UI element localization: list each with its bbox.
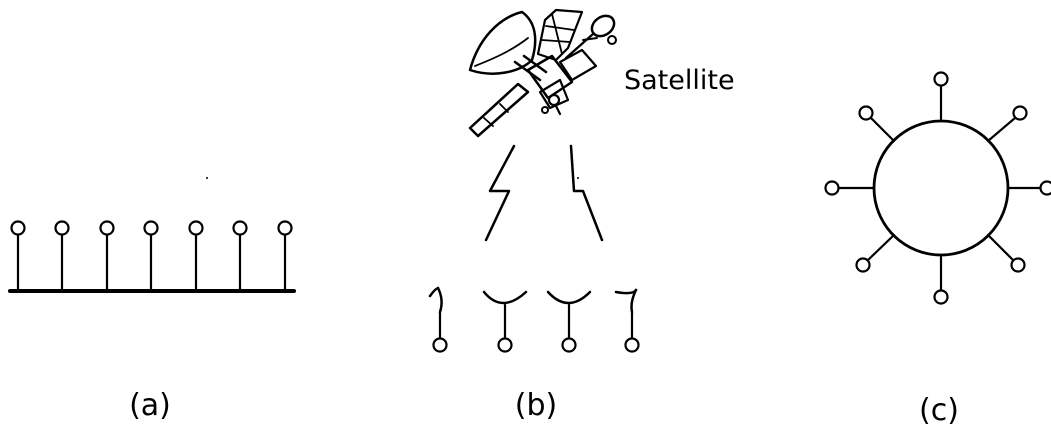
bus-node xyxy=(10,220,26,293)
ground-station xyxy=(428,286,448,353)
satellite-icon xyxy=(468,8,617,138)
bus-node xyxy=(99,220,115,293)
ground-station xyxy=(546,290,592,353)
ground-station xyxy=(482,290,528,353)
satellite-label: Satellite xyxy=(624,65,735,96)
speck xyxy=(206,177,208,179)
satellite-topology: Satellite (b) xyxy=(428,8,735,423)
ring-node xyxy=(986,233,1026,273)
ring-node xyxy=(824,180,876,196)
caption-b: (b) xyxy=(515,388,557,423)
caption-a: (a) xyxy=(129,388,171,423)
ring-node xyxy=(933,253,949,305)
ring-topology: (c) xyxy=(824,71,1051,428)
speck xyxy=(577,177,579,179)
caption-c: (c) xyxy=(919,393,959,428)
bus-node xyxy=(188,220,204,293)
bus-topology: (a) xyxy=(8,220,296,423)
ground-station xyxy=(614,288,640,353)
signal-bolt-left xyxy=(484,144,516,242)
ring-node xyxy=(855,233,896,273)
ring-node xyxy=(933,71,949,123)
ring-node xyxy=(858,105,896,143)
signal-bolt-right xyxy=(569,144,604,242)
bus-node xyxy=(277,220,293,293)
bus-node xyxy=(232,220,248,293)
bus-node xyxy=(54,220,70,293)
bus-node xyxy=(143,220,159,293)
ring-node xyxy=(986,105,1028,143)
ring-node xyxy=(1006,180,1051,196)
